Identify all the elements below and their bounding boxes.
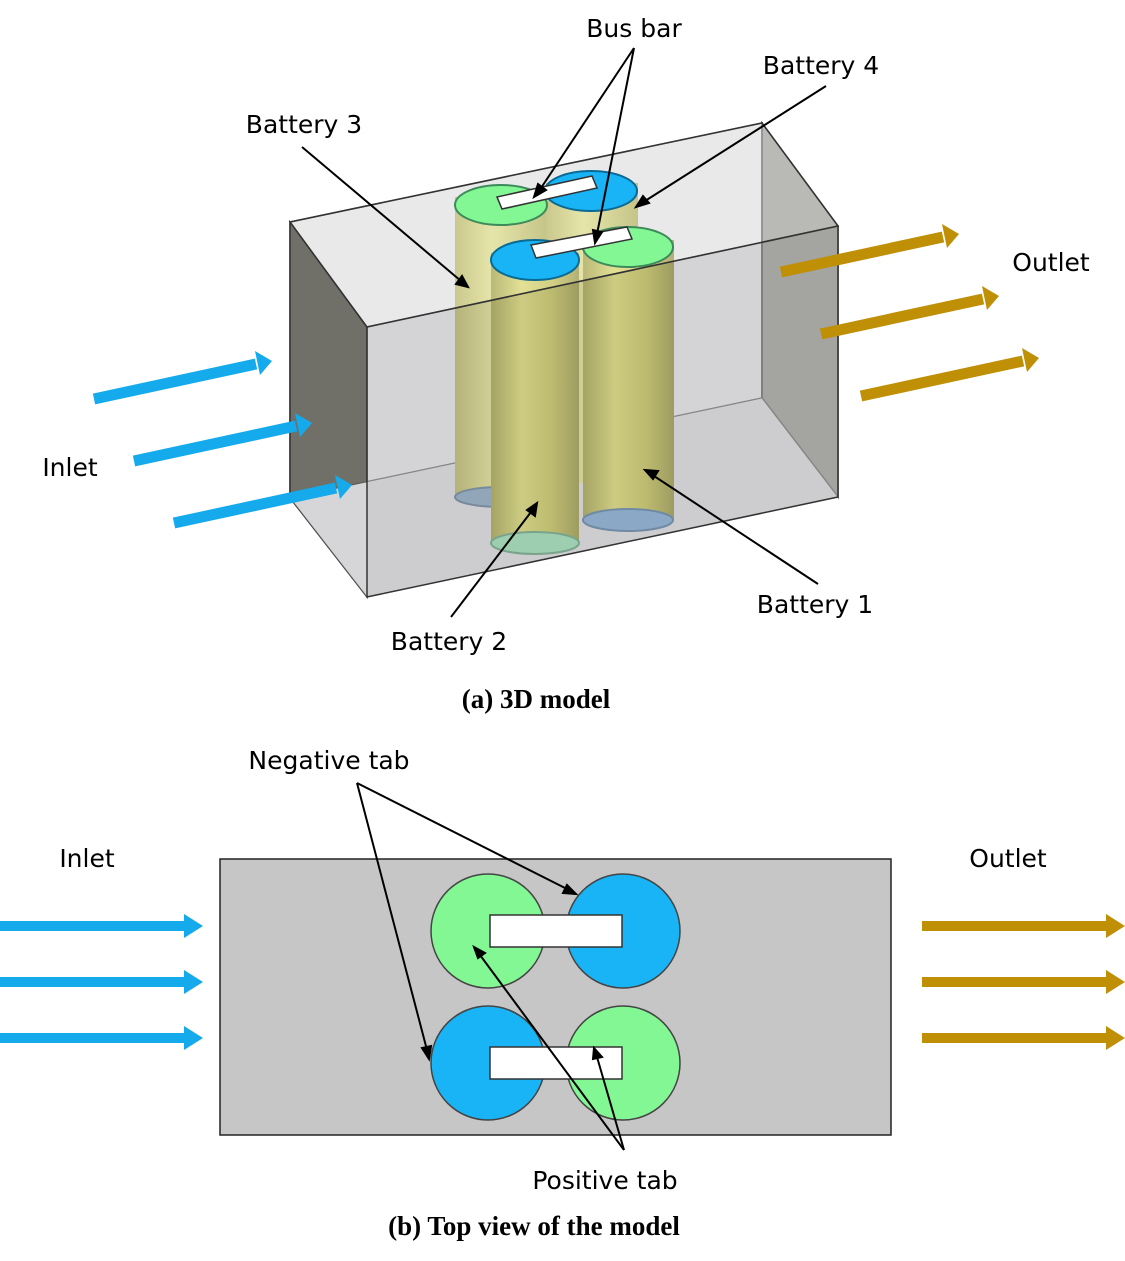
outlet-arrows-top-view [922, 914, 1125, 1050]
inlet-arrows-3d [92, 351, 352, 529]
label-inlet-top-view: Inlet [59, 844, 115, 873]
battery-2 [490, 253, 580, 555]
inlet-arrows-top-view [0, 914, 203, 1050]
label-outlet-top-view: Outlet [969, 844, 1047, 873]
label-negative-tab: Negative tab [248, 746, 409, 775]
outlet-arrows-3d [779, 224, 1039, 402]
bus-bar-back [495, 175, 599, 210]
label-battery-2: Battery 2 [391, 627, 507, 656]
caption-panel-a: (a) 3D model [462, 684, 611, 714]
label-battery-3: Battery 3 [246, 110, 362, 139]
bus-bar-top-view-upper [489, 914, 623, 948]
label-inlet-3d: Inlet [42, 453, 98, 482]
label-battery-4: Battery 4 [763, 51, 879, 80]
battery-1 [582, 240, 674, 532]
label-outlet-3d: Outlet [1012, 248, 1090, 277]
enclosure-top-view [219, 858, 892, 1136]
bus-bar-top-view-lower [489, 1046, 623, 1080]
panel-a-3d-model: Bus bar Battery 4 Battery 3 Outlet Inlet… [42, 14, 1090, 714]
label-positive-tab: Positive tab [532, 1166, 677, 1195]
label-battery-1: Battery 1 [757, 590, 873, 619]
leader-lines-3d [301, 47, 827, 618]
caption-panel-b: (b) Top view of the model [388, 1211, 680, 1241]
label-bus-bar: Bus bar [586, 14, 682, 43]
panel-b-top-view: Negative tab Inlet Outlet Positive tab (… [0, 746, 1125, 1241]
leader-lines-top-view [356, 782, 625, 1151]
enclosure-front-face [366, 225, 839, 598]
